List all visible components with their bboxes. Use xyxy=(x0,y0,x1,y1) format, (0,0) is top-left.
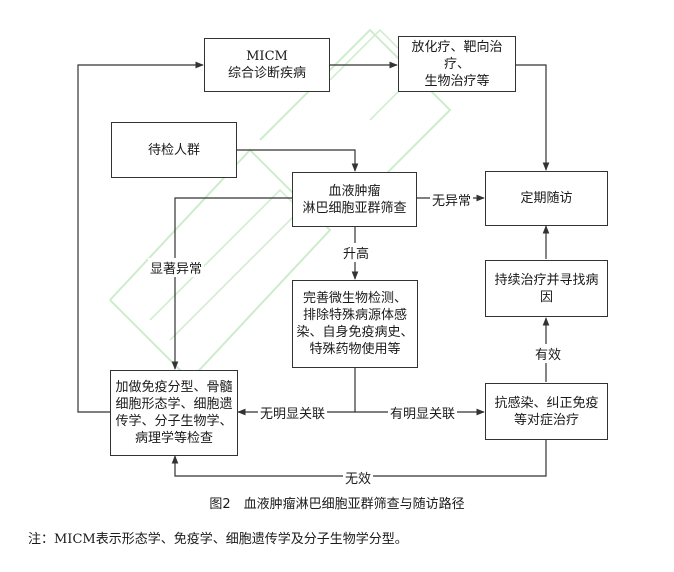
edge-screening-extended xyxy=(171,197,292,370)
node-screening-line1: 血液肿瘤 xyxy=(328,183,381,199)
node-extended: 加做免疫分型、骨髓细胞形态学、细胞遗传学、分子生物学、病理学等检查 xyxy=(110,370,238,456)
label-relation: 有明显关联 xyxy=(388,403,458,422)
label-no-relation: 无明显关联 xyxy=(258,403,328,422)
label-no-abnormal: 无异常 xyxy=(430,190,474,209)
node-anti-line1: 抗感染、纠正免疫 xyxy=(494,395,599,411)
node-screening: 血液肿瘤淋巴细胞亚群筛查 xyxy=(292,172,417,227)
node-anti-line2: 等对症治疗 xyxy=(513,412,579,428)
node-workup-line4: 特殊药物使用等 xyxy=(309,342,401,357)
node-continue-line1: 持续治疗并寻找病 xyxy=(494,272,599,288)
node-followup: 定期随访 xyxy=(485,171,608,226)
label-effective: 有效 xyxy=(533,344,564,363)
node-continue-line2: 因 xyxy=(539,289,553,305)
figure-caption: 图2 血液肿瘤淋巴细胞亚群筛查与随访路径 xyxy=(209,497,465,512)
node-therapy-line2: 生物治疗等 xyxy=(424,73,490,89)
node-extended-line2: 细胞形态学、细胞遗 xyxy=(115,397,233,412)
node-workup-line1: 完善微生物检测、 xyxy=(302,291,407,306)
node-workup-line2: 排除特殊病源体感 xyxy=(302,308,407,323)
node-continue: 持续治疗并寻找病因 xyxy=(485,260,608,317)
label-elevated: 升高 xyxy=(341,243,372,262)
edge-candidates-screening xyxy=(237,149,359,172)
figure-note: 注：MICM表示形态学、免疫学、细胞遗传学及分子生物学分型。 xyxy=(28,532,408,547)
node-extended-line4: 病理学等检查 xyxy=(134,431,213,446)
node-micm-line1: MICM xyxy=(246,49,288,64)
node-micm: MICM 综合诊断疾病 xyxy=(204,38,330,92)
node-candidates: 待检人群 xyxy=(111,122,237,178)
node-micm-line2: 综合诊断疾病 xyxy=(227,66,306,81)
edge-extended-micm xyxy=(77,61,204,413)
node-therapy: 放化疗、靶向治疗、生物治疗等 xyxy=(398,36,516,92)
node-followup-text: 定期随访 xyxy=(520,191,573,206)
node-candidates-text: 待检人群 xyxy=(147,142,200,158)
node-extended-line3: 传学、分子生物学、 xyxy=(115,414,233,429)
edge-therapy-followup xyxy=(516,64,550,171)
node-anti: 抗感染、纠正免疫等对症治疗 xyxy=(485,383,608,440)
node-screening-line2: 淋巴细胞亚群筛查 xyxy=(302,200,407,216)
label-ineffective: 无效 xyxy=(343,468,374,487)
node-extended-line1: 加做免疫分型、骨髓 xyxy=(115,380,233,395)
label-significant-abnormal: 显著异常 xyxy=(148,258,205,277)
node-workup: 完善微生物检测、排除特殊病源体感染、自身免疫病史、特殊药物使用等 xyxy=(292,280,418,368)
node-workup-line3: 染、自身免疫病史、 xyxy=(296,325,414,340)
node-therapy-line1: 放化疗、靶向治疗、 xyxy=(411,39,503,72)
